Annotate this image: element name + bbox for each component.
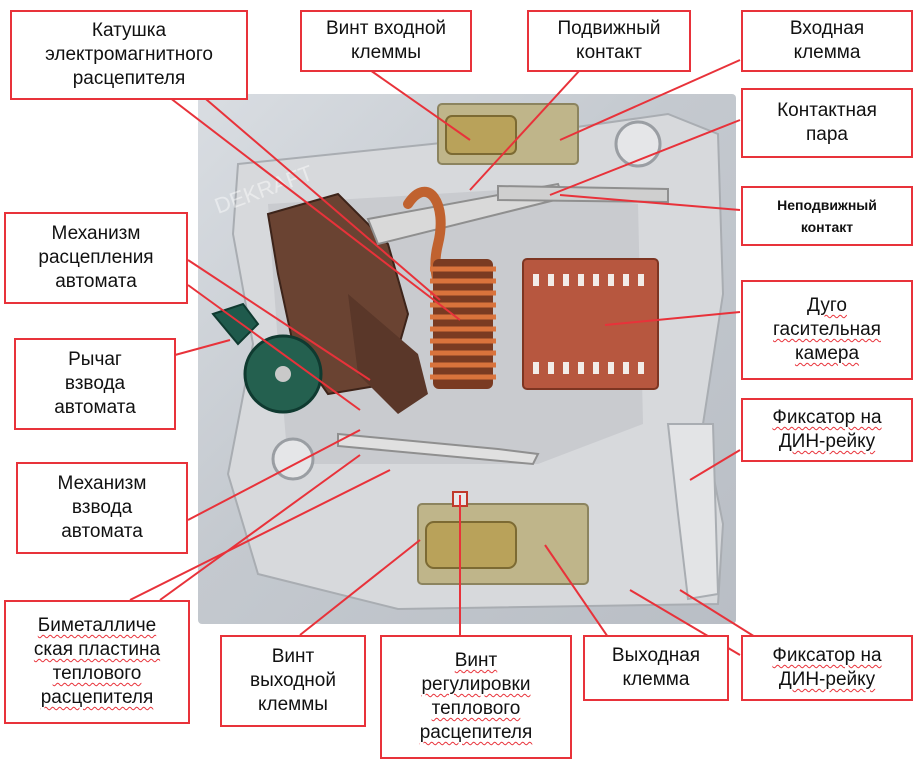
leader-lever (174, 339, 231, 356)
label-input-screw: Винт входной клеммы (300, 10, 472, 72)
leader-input-screw (369, 69, 471, 141)
label-cocking-mechanism-text: Механизм взвода автомата (57, 473, 147, 542)
leader-cocking (187, 429, 361, 521)
label-output-screw-text: Винт выходной клеммы (250, 646, 336, 715)
input-terminal-screw (445, 115, 517, 155)
label-trip-mechanism: Механизм расцепления автомата (4, 212, 188, 304)
din-rail-clip (666, 423, 720, 601)
leader-trip-2 (187, 284, 361, 411)
label-coil: Катушка электромагнитного расцепителя (10, 10, 248, 100)
leader-din-right (689, 449, 741, 481)
leader-trip-1 (187, 259, 371, 381)
label-output-terminal: Выходная клемма (583, 635, 729, 701)
leader-input-terminal (559, 59, 741, 141)
label-fixed-contact-text: Неподвижный контакт (777, 197, 877, 235)
label-bimetal: Биметалличе ская пластина теплового расц… (4, 600, 190, 724)
label-input-screw-text: Винт входной клеммы (325, 18, 447, 63)
leader-bimetal-1 (159, 454, 361, 601)
leader-contact-pair (549, 119, 741, 196)
label-bimetal-text: Биметалличе ская пластина теплового расц… (33, 615, 161, 708)
label-coil-text: Катушка электромагнитного расцепителя (45, 20, 213, 89)
label-cocking-mechanism: Механизм взвода автомата (16, 462, 188, 554)
label-contact-pair-text: Контактная пара (777, 100, 877, 145)
leader-coil-2 (199, 93, 441, 301)
label-arc-chamber: Дуго гасительная камера (741, 280, 913, 380)
label-moving-contact: Подвижный контакт (527, 10, 691, 72)
leader-moving-contact (469, 69, 581, 191)
label-lever-text: Рычаг взвода автомата (54, 349, 136, 418)
arc-chute (522, 258, 659, 390)
leader-arc-chamber (604, 311, 741, 326)
label-din-clip-right: Фиксатор на ДИН-рейку (741, 398, 913, 462)
label-din-clip-right-text: Фиксатор на ДИН-рейку (772, 407, 882, 452)
label-trip-mechanism-text: Механизм расцепления автомата (38, 223, 154, 292)
leader-fixed-contact (559, 194, 741, 211)
lever-arm (211, 302, 260, 346)
fixed-contact-rail (497, 184, 669, 204)
label-contact-pair: Контактная пара (741, 88, 913, 158)
lever-pin (275, 366, 291, 382)
label-moving-contact-text: Подвижный контакт (557, 18, 661, 63)
output-terminal-screw (425, 521, 517, 569)
label-thermal-adjust-screw: Винт регулировки теплового расцепителя (380, 635, 572, 759)
leader-output-terminal (544, 544, 611, 641)
breaker-photo: DEKRAFT (198, 94, 736, 624)
breaker-illustration: DEKRAFT (211, 103, 725, 611)
leader-bimetal-2 (129, 469, 391, 601)
label-input-terminal: Входная клемма (741, 10, 913, 72)
label-arc-chamber-text: Дуго гасительная камера (773, 295, 881, 364)
label-din-clip-bottom: Фиксатор на ДИН-рейку (741, 635, 913, 701)
label-input-terminal-text: Входная клемма (789, 18, 865, 63)
leader-output-screw (299, 539, 421, 636)
mount-hole-bottom (271, 437, 315, 481)
leader-coil (164, 93, 461, 321)
trip-latch (348, 294, 428, 414)
bimetal-strip (337, 432, 540, 466)
label-din-clip-bottom-text: Фиксатор на ДИН-рейку (772, 645, 882, 690)
label-fixed-contact: Неподвижный контакт (741, 186, 913, 246)
label-output-terminal-text: Выходная клемма (611, 645, 701, 690)
electromagnetic-coil (430, 259, 496, 389)
leader-din-bottom-2 (679, 589, 761, 641)
label-lever: Рычаг взвода автомата (14, 338, 176, 430)
label-thermal-adjust-screw-text: Винт регулировки теплового расцепителя (419, 650, 533, 743)
label-output-screw: Винт выходной клеммы (220, 635, 366, 727)
